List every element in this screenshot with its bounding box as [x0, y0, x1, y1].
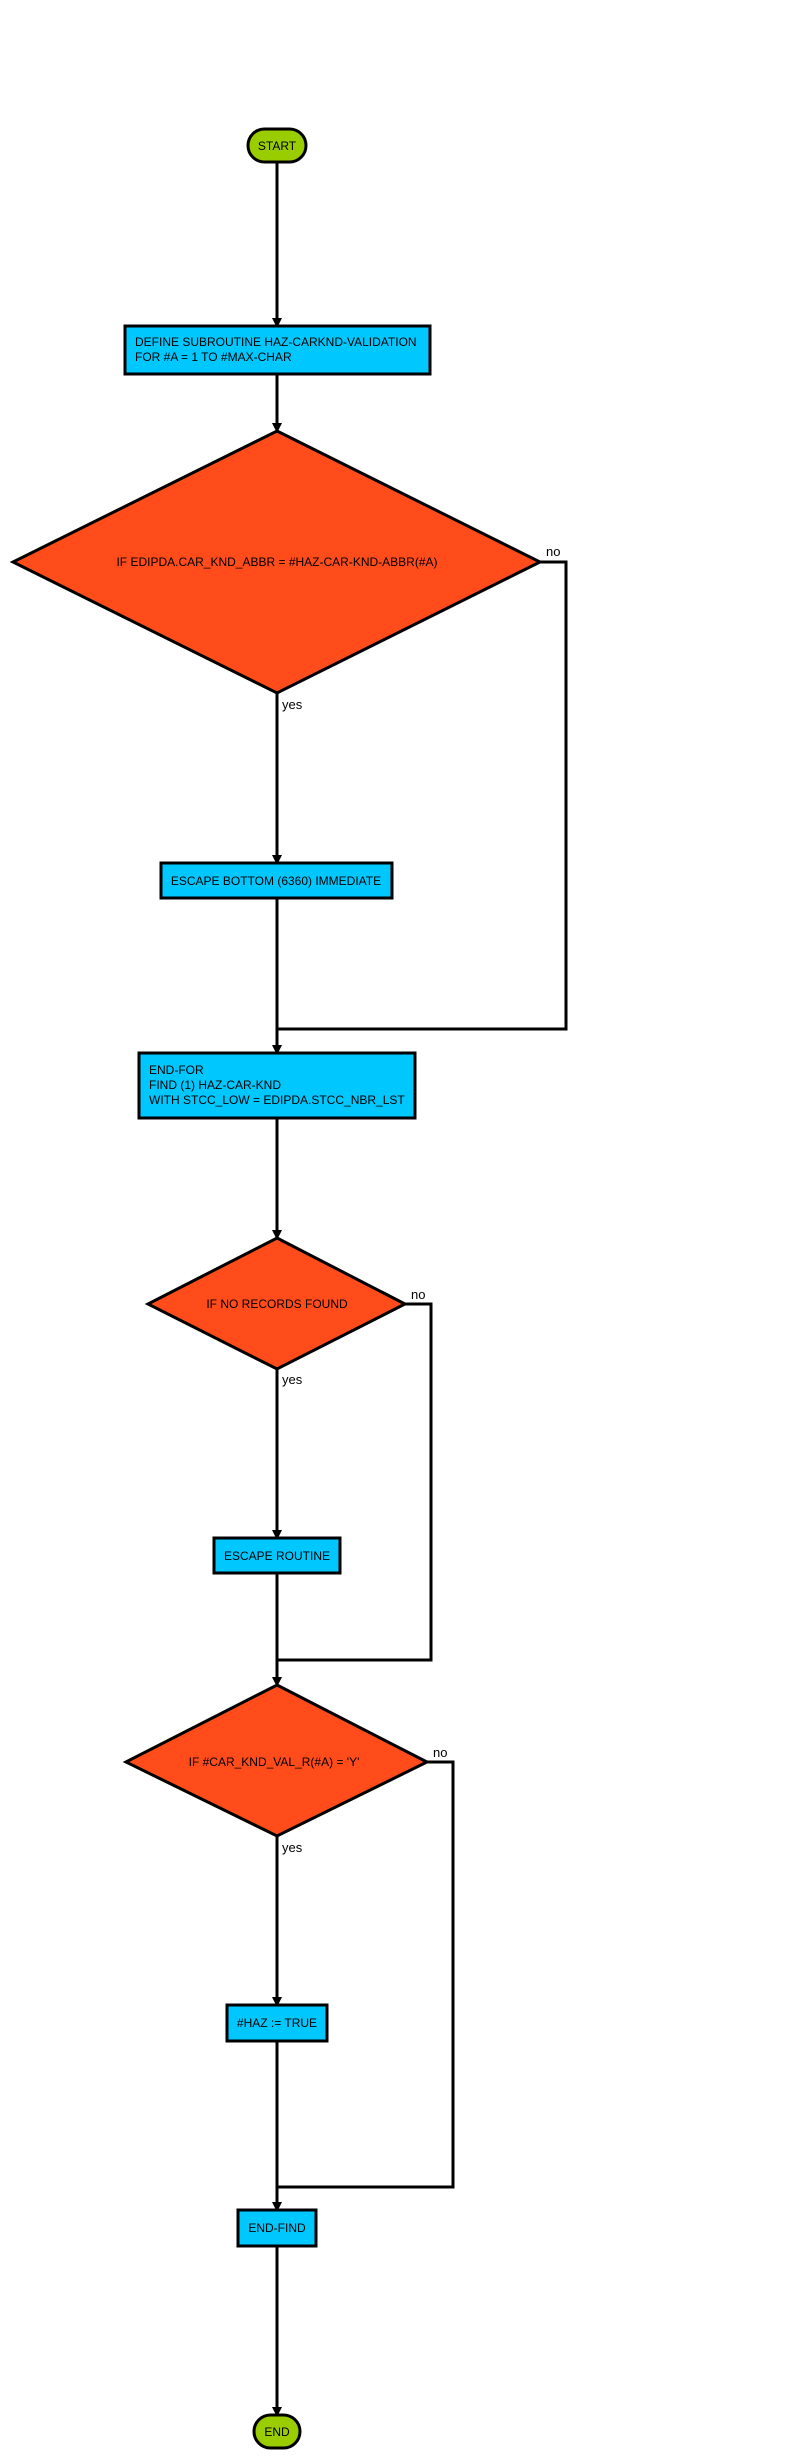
- start-terminal-shape: [246, 127, 308, 164]
- escape-bottom-node: ESCAPE BOTTOM (6360) IMMEDIATE: [159, 861, 394, 900]
- connector-decision1-no: [277, 560, 568, 1031]
- endfor-find-node: END-FOR FIND (1) HAZ-CAR-KND WITH STCC_L…: [137, 1051, 417, 1120]
- edge-label-d2-yes: yes: [282, 1372, 303, 1387]
- haz-true-node: #HAZ := TRUE: [225, 2003, 329, 2043]
- edge-label-d1-yes: yes: [282, 697, 303, 712]
- connector-decision2-no: [277, 1302, 433, 1662]
- decision2-label: IF NO RECORDS FOUND: [206, 1297, 348, 1311]
- escape-bottom-box: [159, 861, 394, 900]
- haz-true-label: #HAZ := TRUE: [237, 2016, 317, 2030]
- end-node: END: [252, 2413, 302, 2450]
- endfor-find-box: [137, 1051, 417, 1120]
- decision3-label: IF #CAR_KND_VAL_R(#A) = 'Y': [189, 1755, 360, 1769]
- decision2-diamond: [144, 1236, 409, 1371]
- edge-label-d2-no: no: [411, 1287, 425, 1302]
- decision3-node: IF #CAR_KND_VAL_R(#A) = 'Y': [122, 1683, 431, 1838]
- end-label: END: [264, 2425, 290, 2439]
- edge-label-d3-yes: yes: [282, 1840, 303, 1855]
- define-subroutine-node: DEFINE SUBROUTINE HAZ-CARKND-VALIDATION …: [123, 324, 432, 376]
- define-subroutine-box: [123, 324, 432, 376]
- decision3-diamond: [122, 1683, 431, 1838]
- end-find-box: [236, 2208, 318, 2248]
- end-find-node: END-FIND: [236, 2208, 318, 2248]
- edge-label-d1-no: no: [546, 544, 560, 559]
- end-terminal-shape: [252, 2413, 302, 2450]
- start-node: START: [246, 127, 308, 164]
- escape-routine-node: ESCAPE ROUTINE: [212, 1536, 342, 1575]
- start-label: START: [258, 139, 297, 153]
- escape-routine-box: [212, 1536, 342, 1575]
- end-find-label: END-FIND: [248, 2221, 306, 2235]
- edge-label-d3-no: no: [433, 1745, 447, 1760]
- decision1-label: IF EDIPDA.CAR_KND_ABBR = #HAZ-CAR-KND-AB…: [116, 555, 437, 569]
- escape-routine-label: ESCAPE ROUTINE: [224, 1549, 330, 1563]
- endfor-line1: END-FOR: [149, 1063, 204, 1077]
- decision1-diamond: [9, 429, 544, 695]
- decision1-node: IF EDIPDA.CAR_KND_ABBR = #HAZ-CAR-KND-AB…: [9, 429, 544, 695]
- define-subroutine-line2: FOR #A = 1 TO #MAX-CHAR: [135, 350, 292, 364]
- haz-true-box: [225, 2003, 329, 2043]
- define-subroutine-line1: DEFINE SUBROUTINE HAZ-CARKND-VALIDATION: [135, 335, 417, 349]
- connector-decision3-no: [277, 1760, 455, 2189]
- decision2-node: IF NO RECORDS FOUND: [144, 1236, 409, 1371]
- endfor-line2: FIND (1) HAZ-CAR-KND: [149, 1078, 281, 1092]
- connectors: [272, 162, 568, 2417]
- endfor-line3: WITH STCC_LOW = EDIPDA.STCC_NBR_LST: [149, 1093, 405, 1107]
- escape-bottom-label: ESCAPE BOTTOM (6360) IMMEDIATE: [171, 874, 381, 888]
